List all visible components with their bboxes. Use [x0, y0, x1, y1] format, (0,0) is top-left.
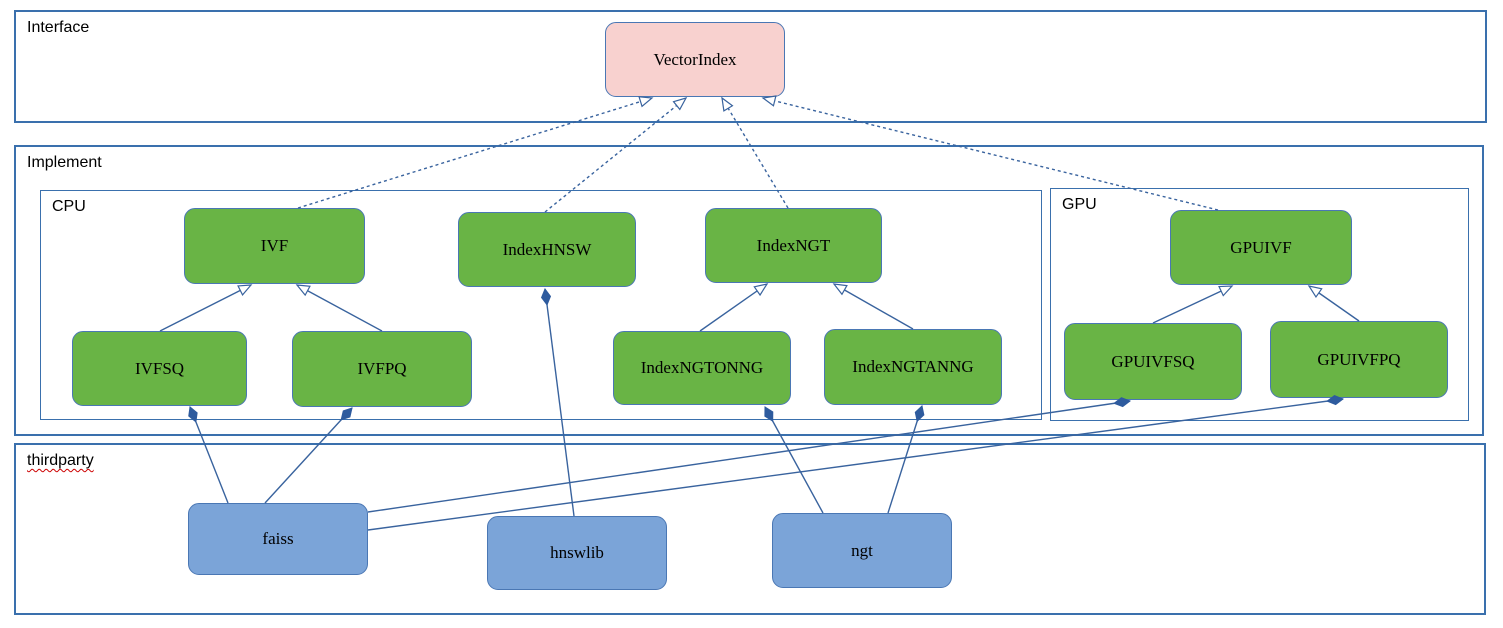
- node-indexngtanng-label: IndexNGTANNG: [852, 357, 974, 376]
- node-indexhnsw-label: IndexHNSW: [502, 239, 592, 259]
- node-ivfsq-label: IVFSQ: [134, 358, 185, 378]
- node-faiss-label: faiss: [262, 529, 294, 548]
- node-gpuivfsq[interactable]: GPUIVFSQ: [1064, 323, 1242, 400]
- node-gpuivfpq[interactable]: GPUIVFPQ: [1270, 321, 1448, 398]
- node-gpuivfsq-label: GPUIVFSQ: [1111, 351, 1195, 371]
- node-hnswlib-label: hnswlib: [550, 543, 604, 562]
- node-indexngt[interactable]: IndexNGT: [705, 208, 882, 283]
- section-implement-label: Implement: [27, 154, 102, 171]
- node-ivf-label: IVF: [260, 236, 289, 255]
- section-gpu-label: GPU: [1062, 196, 1097, 213]
- node-vectorindex[interactable]: VectorIndex: [605, 22, 785, 97]
- node-ivfsq[interactable]: IVFSQ: [72, 331, 247, 406]
- node-faiss[interactable]: faiss: [188, 503, 368, 575]
- node-ivfpq[interactable]: IVFPQ: [292, 331, 472, 407]
- section-thirdparty-label: thirdparty: [27, 452, 94, 469]
- node-ngt[interactable]: ngt: [772, 513, 952, 588]
- node-indexngt-label: IndexNGT: [756, 235, 831, 255]
- node-indexngtonng[interactable]: IndexNGTONNG: [613, 331, 791, 405]
- node-ngt-label: ngt: [851, 540, 873, 560]
- node-ivf[interactable]: IVF: [184, 208, 365, 284]
- node-hnswlib[interactable]: hnswlib: [487, 516, 667, 590]
- node-gpuivf[interactable]: GPUIVF: [1170, 210, 1352, 285]
- node-ivfpq-label: IVFPQ: [357, 359, 407, 378]
- node-indexngtanng[interactable]: IndexNGTANNG: [824, 329, 1002, 405]
- node-gpuivf-label: GPUIVF: [1230, 237, 1292, 257]
- section-interface-label: Interface: [27, 19, 90, 36]
- node-indexhnsw[interactable]: IndexHNSW: [458, 212, 636, 287]
- node-gpuivfpq-label: GPUIVFPQ: [1317, 349, 1401, 369]
- node-indexngtonng-label: IndexNGTONNG: [640, 358, 764, 377]
- section-cpu-label: CPU: [52, 198, 86, 215]
- node-vectorindex-label: VectorIndex: [653, 49, 737, 69]
